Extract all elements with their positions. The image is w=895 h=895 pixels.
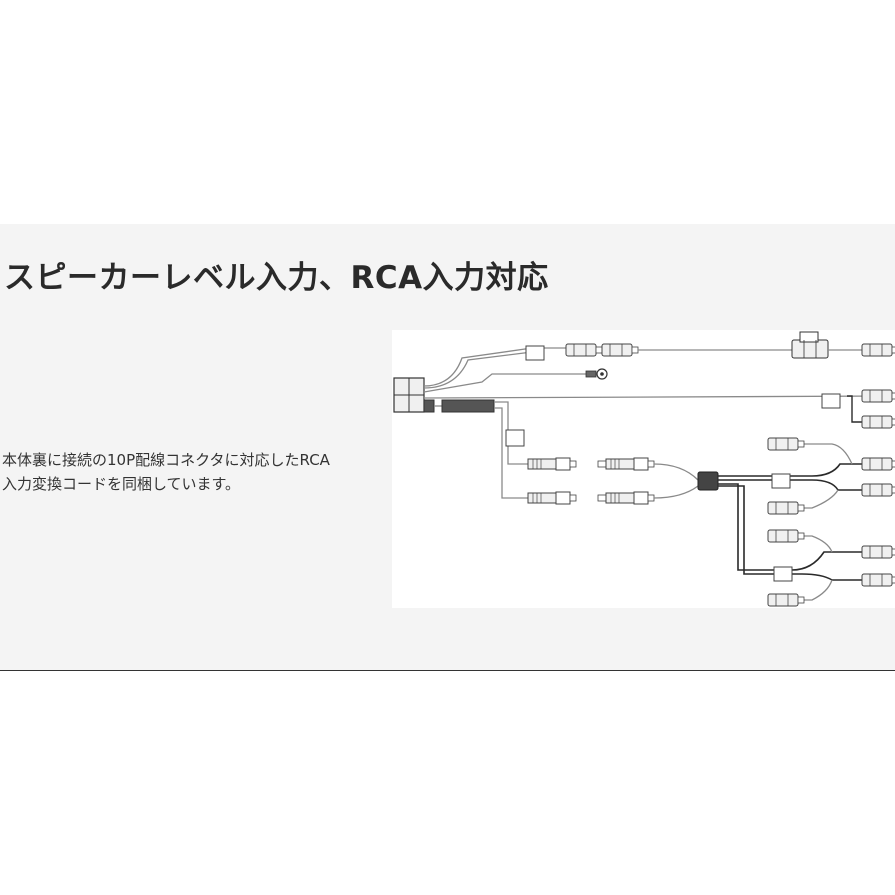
spade-terminal-icon: [861, 457, 895, 471]
spade-terminal-icon: [861, 343, 895, 357]
junction-block-icon: [697, 471, 719, 491]
spade-terminal-icon: [861, 415, 895, 429]
rca-plug-icon: [597, 457, 655, 471]
ring-terminal-icon: [585, 368, 608, 380]
wiring-diagram-svg: [393, 331, 895, 607]
spade-terminal-icon: [601, 343, 639, 357]
spade-terminal-icon: [565, 343, 603, 357]
spade-terminal-icon: [767, 593, 805, 607]
section-heading: スピーカーレベル入力、RCA入力対応: [4, 260, 549, 296]
rca-jack-icon: [527, 457, 577, 471]
spade-terminal-icon: [767, 501, 805, 515]
spade-terminal-icon: [861, 545, 895, 559]
description-line-2: 入力変換コードを同梱しています。: [2, 475, 241, 493]
fuse-holder-icon: [791, 331, 829, 359]
spade-terminal-icon: [767, 437, 805, 451]
wiring-diagram: [392, 330, 895, 608]
rca-jack-icon: [527, 491, 577, 505]
spade-terminal-icon: [861, 389, 895, 403]
description-line-1: 本体裏に接続の10P配線コネクタに対応したRCA: [2, 451, 330, 469]
junction-block-icon: [441, 399, 495, 413]
rca-plug-icon: [597, 491, 655, 505]
spade-terminal-icon: [767, 529, 805, 543]
10p-harness-connector-icon: [393, 377, 435, 413]
spade-terminal-icon: [861, 483, 895, 497]
spade-terminal-icon: [861, 573, 895, 587]
section-divider: [0, 670, 895, 671]
section-description: 本体裏に接続の10P配線コネクタに対応したRCA 入力変換コードを同梱しています…: [2, 448, 387, 496]
